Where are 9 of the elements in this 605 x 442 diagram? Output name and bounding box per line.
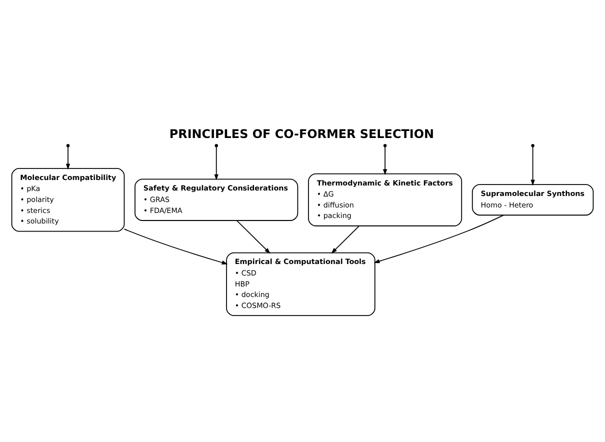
arrow <box>331 226 360 254</box>
arrow <box>124 228 228 265</box>
arrow <box>66 146 70 170</box>
diagram-title: PRINCIPLES OF CO-FORMER SELECTION <box>169 126 434 141</box>
arrow <box>214 146 218 180</box>
arrow <box>530 146 535 186</box>
arrow <box>374 214 504 264</box>
arrow <box>236 220 270 254</box>
arrow <box>382 146 388 176</box>
